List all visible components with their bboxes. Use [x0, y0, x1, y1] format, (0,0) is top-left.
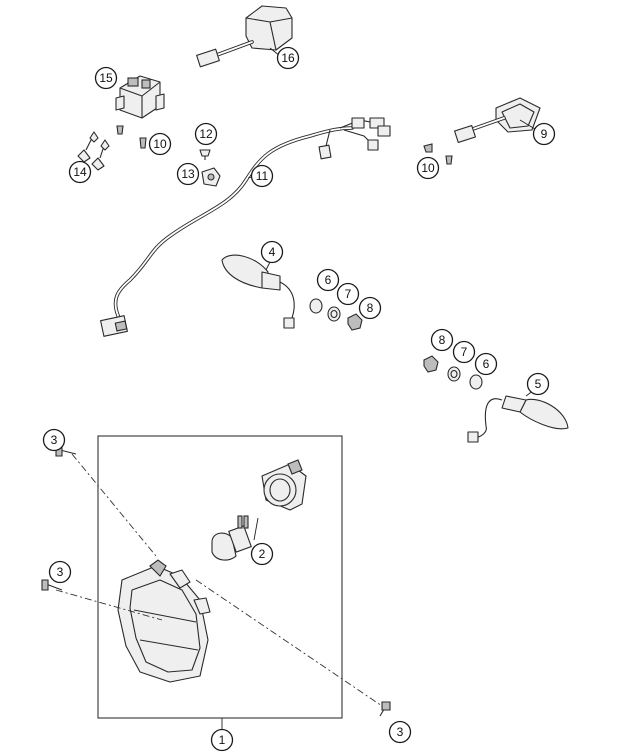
callout-7-lower: 7	[452, 340, 476, 364]
svg-text:7: 7	[345, 287, 352, 301]
callout-2: 2	[250, 542, 274, 566]
part-1-assembly-frame	[97, 435, 343, 719]
part-11-wiring-harness	[100, 117, 391, 337]
svg-text:6: 6	[325, 273, 332, 287]
callout-15: 15	[94, 66, 118, 90]
part-5-turn-signal	[467, 395, 569, 443]
svg-text:10: 10	[421, 161, 435, 175]
svg-text:6: 6	[483, 357, 490, 371]
callout-3-bottom: 3	[388, 720, 412, 744]
callout-12: 12	[194, 122, 218, 146]
part-14-screws	[77, 131, 110, 171]
part-2-bulb	[211, 515, 252, 561]
svg-text:2: 2	[259, 547, 266, 561]
bulb-cover	[261, 459, 307, 511]
callout-3-mid: 3	[48, 560, 72, 584]
callout-13: 13	[176, 162, 200, 186]
svg-text:3: 3	[397, 725, 404, 739]
svg-text:3: 3	[51, 433, 58, 447]
svg-text:8: 8	[367, 301, 374, 315]
callout-1: 1	[210, 728, 234, 752]
callout-8-upper: 8	[358, 296, 382, 320]
svg-text:9: 9	[541, 127, 548, 141]
part-10-screw-right	[423, 143, 453, 165]
svg-text:16: 16	[281, 51, 295, 65]
svg-text:4: 4	[269, 245, 276, 259]
headlight-housing	[117, 559, 211, 683]
callout-10-right: 10	[416, 156, 440, 180]
callout-14: 14	[68, 160, 92, 184]
svg-text:14: 14	[73, 165, 87, 179]
svg-text:13: 13	[181, 167, 195, 181]
svg-text:3: 3	[57, 565, 64, 579]
svg-text:7: 7	[461, 345, 468, 359]
svg-text:1: 1	[219, 733, 226, 747]
callout-7-upper: 7	[336, 282, 360, 306]
part-15-relay-block	[115, 75, 165, 119]
part-8-7-6-washers-lower	[423, 355, 483, 390]
part-9-plate-light	[454, 97, 541, 144]
callout-16: 16	[276, 46, 300, 70]
callout-6-lower: 6	[474, 352, 498, 376]
part-16-module	[196, 5, 293, 68]
svg-text:5: 5	[535, 377, 542, 391]
svg-text:15: 15	[99, 71, 113, 85]
part-4-turn-signal	[221, 254, 295, 329]
part-13-clip	[201, 167, 221, 187]
callout-9: 9	[532, 122, 556, 146]
callout-5: 5	[526, 372, 550, 396]
callout-3-top: 3	[42, 428, 66, 452]
callout-8-lower: 8	[430, 328, 454, 352]
callout-11: 11	[250, 164, 274, 188]
svg-text:12: 12	[199, 127, 213, 141]
part-3-screw-mid	[41, 579, 63, 591]
callout-4: 4	[260, 240, 284, 264]
svg-text:11: 11	[256, 169, 269, 183]
part-6-7-8-washers-upper	[309, 298, 363, 331]
svg-text:10: 10	[153, 137, 167, 151]
part-3-screw-bottom	[379, 701, 391, 717]
part-12-bolt	[199, 149, 211, 160]
svg-text:8: 8	[439, 333, 446, 347]
part-10-screw-left	[116, 125, 147, 149]
callout-6-upper: 6	[316, 268, 340, 292]
callout-10-left: 10	[148, 132, 172, 156]
